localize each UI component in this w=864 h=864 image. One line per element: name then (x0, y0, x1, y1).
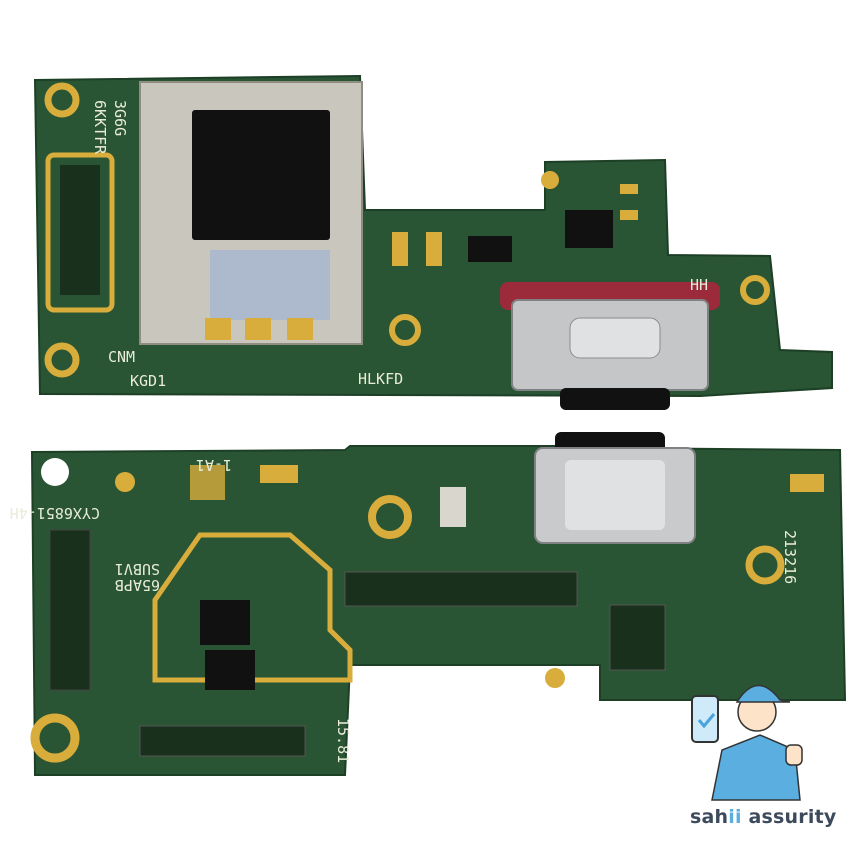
silk-kgd: KGD1 (130, 372, 166, 390)
bottom-board: 1-A1 CYX6851-4H 65APB SUBV1 213216 15.81 (10, 432, 847, 776)
top-charging-board: 6KKTFR 3G6G CNM KGD1 HLKFD HH (33, 74, 833, 410)
silk-cnm: CNM (108, 348, 135, 366)
brand-name: sahii assurity (690, 806, 837, 828)
silk-hlkfd: HLKFD (358, 370, 403, 388)
silk-subv: SUBV1 (115, 560, 160, 578)
silk-apb: 65APB (115, 576, 160, 594)
silk-version: 15.81 (334, 718, 352, 763)
silk-code-2: 3G6G (111, 100, 129, 136)
silk-code-1: 6KKTFR (91, 100, 109, 155)
mascot-logo (691, 684, 803, 801)
silk-a1: 1-A1 (196, 456, 232, 474)
silk-213216: 213216 (781, 530, 799, 584)
silk-hh: HH (690, 276, 708, 294)
silk-cyx: CYX6851-4H (10, 504, 100, 522)
